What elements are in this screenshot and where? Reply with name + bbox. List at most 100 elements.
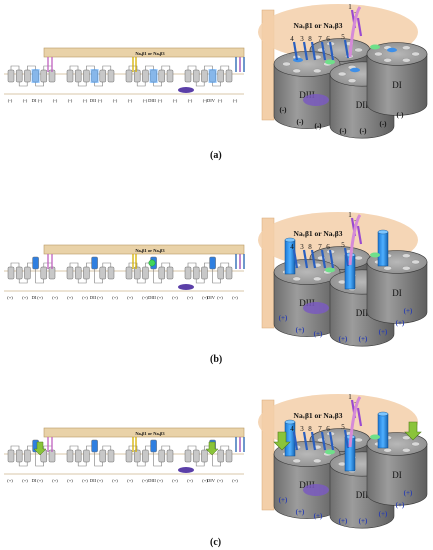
contact-number: 3 [300,425,304,433]
segment-dot [313,458,322,464]
transmembrane-segment [133,266,141,280]
s4-highlight [208,69,217,83]
domain-label-DII: DII [90,478,97,483]
segment-loop [212,82,221,87]
transmembrane-segment [142,449,149,463]
domain-label-DIII: DIII [148,295,156,300]
pink-loop [348,396,362,448]
segment-dot [411,441,420,447]
model-domain-label-DI: DI [392,288,402,298]
segment-loop [69,445,79,450]
model-ligand-ellipse [303,94,329,106]
segment-loop [195,462,205,467]
transmembrane-segment [40,266,48,280]
charge-label: (+) [67,295,73,300]
contact-number: 1 [348,3,352,11]
transmembrane-segment [66,69,74,83]
model-charge-label: (+) [279,314,288,322]
model-charge-label: (-) [280,106,288,114]
model-charge-label: (+) [314,512,323,520]
transmembrane-segment [74,69,82,83]
domain-label-DIV: DIV [207,478,216,483]
contact-number: 6 [326,35,330,43]
green-marker [370,44,380,50]
charge-label: (-) [83,98,88,103]
segment-loop [102,65,112,70]
contact-strand [343,39,350,59]
green-marker [370,252,380,258]
segment-loop [18,82,28,87]
model-domain-label-DII: DII [356,100,369,110]
s4-highlight [31,69,40,83]
segment-loop [145,65,154,70]
ligand-ellipse [178,87,194,93]
contact-strand [356,17,363,37]
segment-dot [354,437,363,443]
transmembrane-segment [201,69,208,83]
segment-dot [383,58,392,63]
s4-raised-top [377,411,389,417]
domain-label-DI: DI [32,98,37,103]
charge-label: (+) [157,478,163,483]
charge-label: (+) [52,295,58,300]
charge-label: (+) [172,478,178,483]
transmembrane-segment [74,449,82,463]
model-green-arrow-icon [404,421,422,441]
contact-strand [292,249,299,269]
segment-dot [411,259,420,265]
beta-subunit-bar [43,47,245,58]
beta-subunit-label: Naᵥβ1 or Naᵥβ3 [135,51,165,56]
segment-loop [94,82,103,87]
cylinder-body [366,443,428,506]
model-beta-label: Naᵥβ1 or Naᵥβ3 [294,229,343,238]
s4-highlight [149,69,158,83]
transmembrane-segment [107,449,115,463]
charge-label: (+) [127,295,133,300]
contact-number: 6 [326,425,330,433]
segment-dot [347,78,357,83]
contact-number: 8 [308,243,312,251]
charge-label: (+) [22,295,28,300]
beta-subunit-label: Naᵥβ1 or Naᵥβ3 [135,431,165,436]
transmembrane-segment [15,449,23,463]
cylinder-body [366,261,428,324]
segment-loop [136,462,146,467]
ligand-ellipse [178,467,194,473]
transmembrane-segment [99,266,107,280]
segment-loop [153,269,162,284]
model-charge-label: (+) [296,508,305,516]
contact-strand [310,431,317,451]
segment-dot [402,448,411,453]
model-charge-label: (+) [404,307,413,315]
charge-label: (-) [173,98,178,103]
cylinder-DI: DI [366,42,428,116]
model-charge-label: (+) [314,330,323,338]
domain-label-DIV: DIV [207,98,216,103]
segment-loop [94,269,103,284]
s4-raised-top [284,419,296,425]
contact-number: 5 [341,423,345,431]
contact-strand [328,249,335,269]
transmembrane-segment [142,69,149,83]
contact-number: 8 [308,425,312,433]
model-charge-label: (+) [379,510,388,518]
segment-loop [35,452,44,467]
contact-number: 6 [326,243,330,251]
cylinder-top [273,51,341,77]
transmembrane-segment [15,69,23,83]
contact-number: 7 [318,35,322,43]
charge-label: (+) [37,478,43,483]
contact-strand [320,431,327,451]
segment-loop [136,279,146,284]
segment-loop [187,262,197,267]
cylinder-body [366,53,428,116]
domain-label-DII: DII [90,295,97,300]
s4-top-marker [350,67,360,73]
contact-number: 3 [300,35,304,43]
model-domain-label-DIII: DIII [299,298,315,308]
beta-subunit-bar [43,244,245,255]
contact-strand [302,431,309,451]
charge-label: (-) [98,98,103,103]
